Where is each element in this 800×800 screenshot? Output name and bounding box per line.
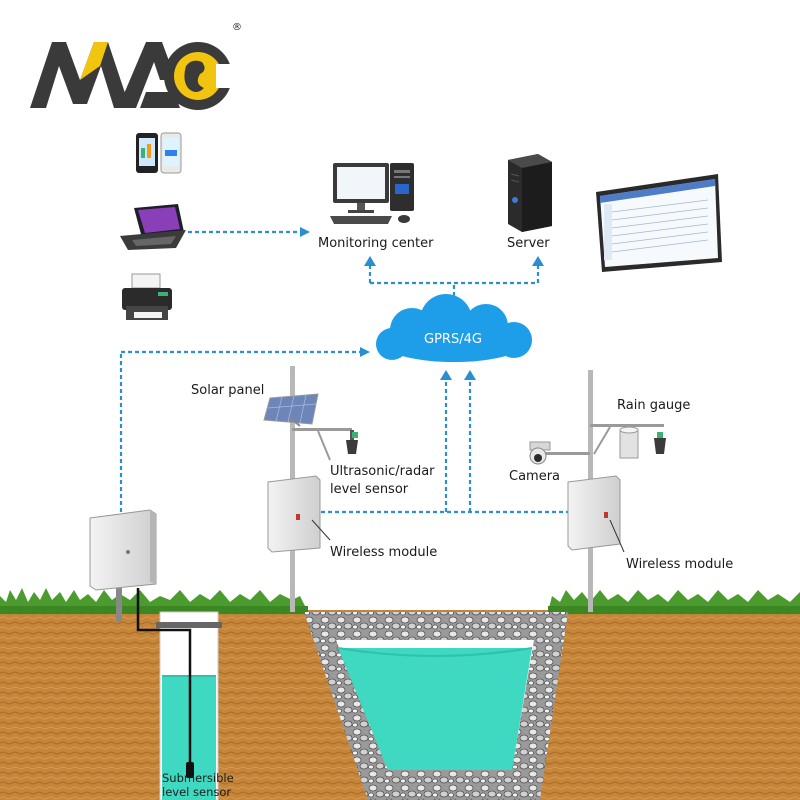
- left-enclosure: [89, 509, 157, 622]
- label-network: GPRS/4G: [424, 332, 482, 347]
- monitor-pc-icon: [330, 163, 414, 224]
- right-monitoring-station: [529, 370, 666, 612]
- network-cloud: [376, 294, 532, 362]
- leader-lines: [311, 519, 625, 553]
- printer-icon: [122, 273, 172, 320]
- registered-mark: ®: [232, 22, 242, 33]
- label-level-sensor-line1: Ultrasonic/radar: [330, 464, 435, 479]
- label-monitoring-center: Monitoring center: [318, 236, 434, 251]
- brand-logo: [30, 42, 236, 110]
- link-left-box-to-cloud: [119, 350, 362, 512]
- link-cloud-to-top: [368, 264, 540, 310]
- arrow-station-up-2: [464, 370, 476, 380]
- arrow-into-cloud: [360, 347, 370, 357]
- server-tower-icon: [508, 154, 552, 232]
- label-submersible-line2: level sensor: [162, 785, 232, 799]
- smartphone-icon: [136, 132, 182, 174]
- label-server: Server: [507, 236, 550, 251]
- submersible-sensor-icon: [186, 762, 194, 778]
- dashboard-screen-icon: [596, 174, 722, 272]
- arrow-to-server: [532, 256, 544, 266]
- label-solar-panel: Solar panel: [191, 383, 265, 398]
- sensor-cable: [136, 588, 192, 764]
- label-level-sensor-line2: level sensor: [330, 482, 409, 497]
- label-rain-gauge: Rain gauge: [617, 398, 691, 413]
- label-submersible-line1: Submersible: [162, 771, 234, 785]
- label-wireless-module-right: Wireless module: [626, 557, 734, 572]
- link-clients-to-monitoring: [188, 227, 310, 237]
- arrow-station-up-1: [440, 370, 452, 380]
- arrow-to-monitoring: [364, 256, 376, 266]
- water-channel: [304, 612, 568, 800]
- label-camera: Camera: [509, 469, 561, 484]
- label-wireless-module-left: Wireless module: [330, 545, 438, 560]
- left-monitoring-station: [263, 366, 358, 612]
- link-stations-to-cloud: [314, 378, 568, 514]
- laptop-icon: [120, 204, 186, 250]
